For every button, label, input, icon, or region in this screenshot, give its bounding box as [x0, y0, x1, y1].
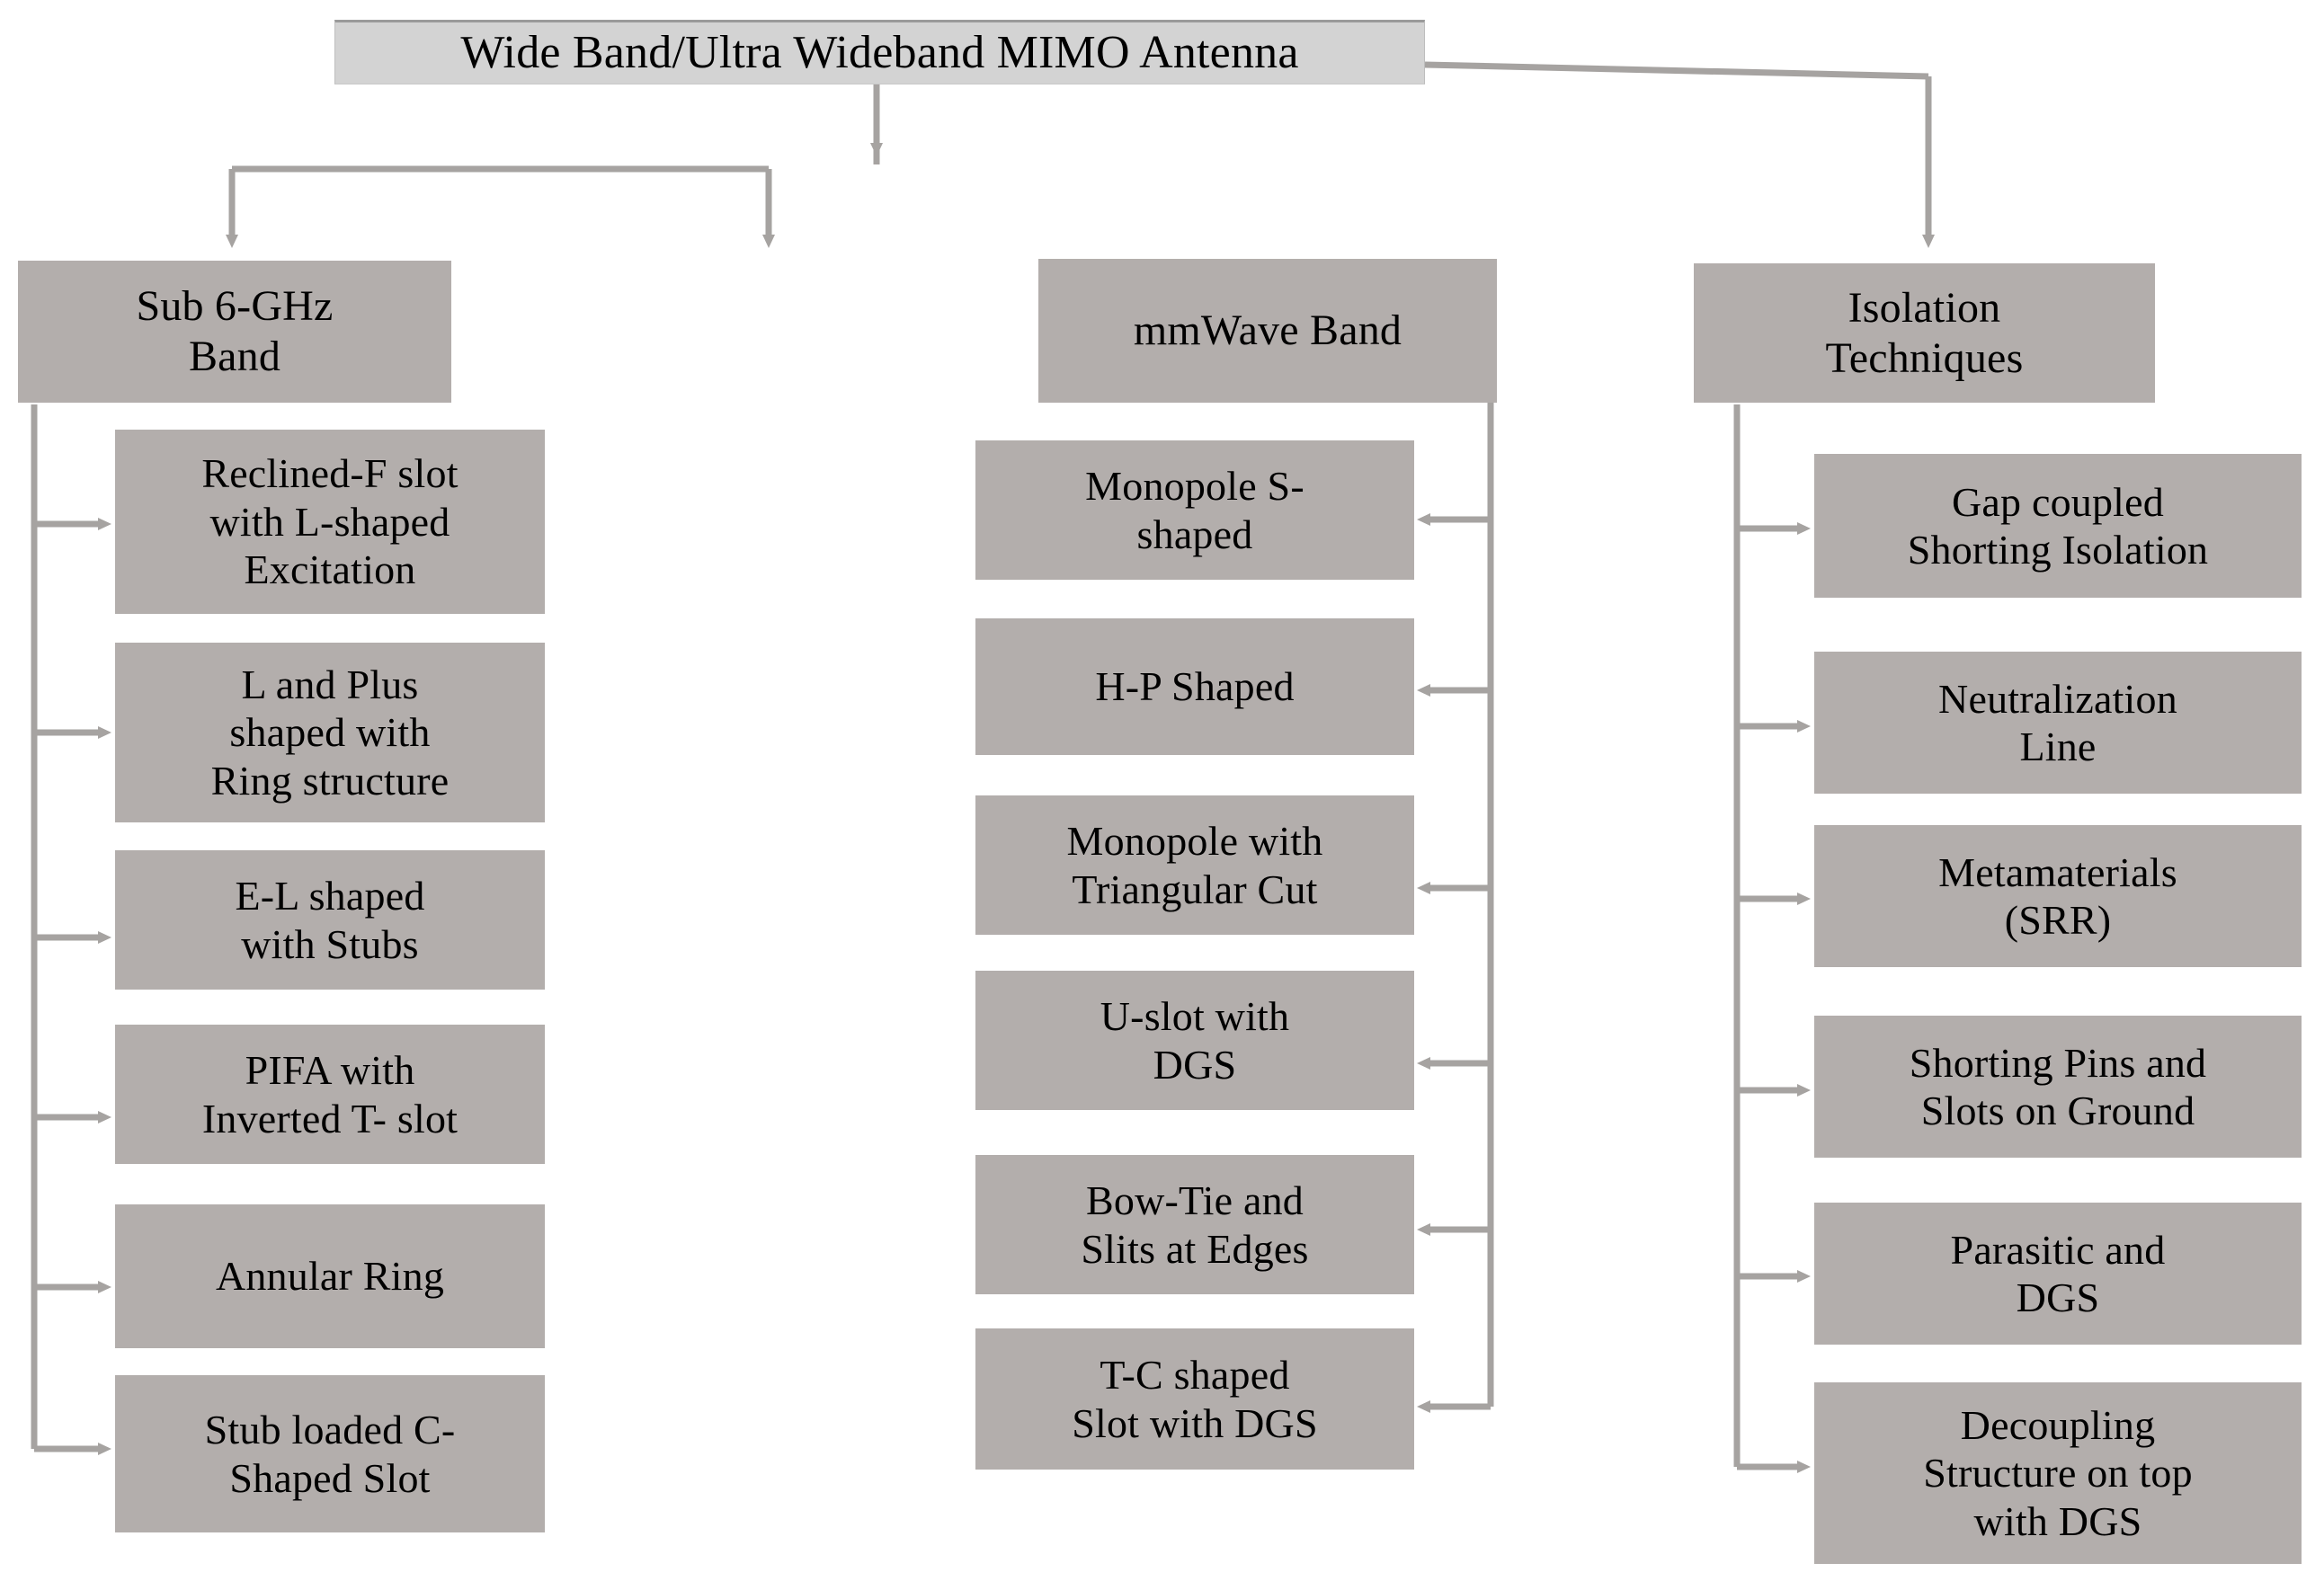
leaf-sub6-2[interactable]: E-L shaped with Stubs [115, 850, 545, 990]
leaf-sub6-4[interactable]: Annular Ring [115, 1204, 545, 1348]
category-label: Sub 6-GHz Band [136, 282, 334, 380]
leaf-mmwave-4[interactable]: Bow-Tie and Slits at Edges [975, 1155, 1414, 1294]
leaf-label: E-L shaped with Stubs [235, 873, 425, 967]
leaf-label: Bow-Tie and Slits at Edges [1081, 1177, 1309, 1272]
leaf-isolation-0[interactable]: Gap coupled Shorting Isolation [1814, 454, 2302, 598]
root-node[interactable]: Wide Band/Ultra Wideband MIMO Antenna [334, 20, 1425, 84]
leaf-mmwave-2[interactable]: Monopole with Triangular Cut [975, 795, 1414, 935]
leaf-isolation-1[interactable]: Neutralization Line [1814, 652, 2302, 794]
leaf-label: Gap coupled Shorting Isolation [1907, 478, 2209, 573]
leaf-label: Stub loaded C- Shaped Slot [204, 1407, 456, 1501]
leaf-label: Shorting Pins and Slots on Ground [1909, 1039, 2207, 1133]
leaf-label: T-C shaped Slot with DGS [1072, 1352, 1318, 1446]
leaf-isolation-3[interactable]: Shorting Pins and Slots on Ground [1814, 1016, 2302, 1158]
leaf-label: Reclined-F slot with L-shaped Excitation [201, 450, 459, 593]
leaf-mmwave-5[interactable]: T-C shaped Slot with DGS [975, 1328, 1414, 1470]
leaf-mmwave-1[interactable]: H-P Shaped [975, 618, 1414, 755]
category-label: mmWave Band [1133, 306, 1402, 355]
category-isolation-techniques[interactable]: Isolation Techniques [1694, 263, 2155, 403]
leaf-label: H-P Shaped [1095, 663, 1295, 710]
category-sub6-ghz-band[interactable]: Sub 6-GHz Band [18, 261, 451, 403]
leaf-sub6-0[interactable]: Reclined-F slot with L-shaped Excitation [115, 430, 545, 614]
leaf-label: Decoupling Structure on top with DGS [1923, 1401, 2193, 1544]
category-label: Isolation Techniques [1825, 283, 2024, 382]
leaf-label: Annular Ring [215, 1253, 445, 1300]
leaf-isolation-2[interactable]: Metamaterials (SRR) [1814, 825, 2302, 967]
leaf-sub6-1[interactable]: L and Plus shaped with Ring structure [115, 643, 545, 822]
leaf-mmwave-3[interactable]: U-slot with DGS [975, 971, 1414, 1110]
category-mmwave-band[interactable]: mmWave Band [1038, 259, 1497, 403]
leaf-label: Parasitic and DGS [1950, 1226, 2166, 1320]
leaf-isolation-5[interactable]: Decoupling Structure on top with DGS [1814, 1382, 2302, 1564]
leaf-label: PIFA with Inverted T- slot [201, 1047, 459, 1141]
leaf-label: U-slot with DGS [1100, 993, 1290, 1088]
leaf-sub6-3[interactable]: PIFA with Inverted T- slot [115, 1025, 545, 1164]
leaf-label: Metamaterials (SRR) [1938, 848, 2177, 943]
leaf-sub6-5[interactable]: Stub loaded C- Shaped Slot [115, 1375, 545, 1532]
leaf-label: Monopole with Triangular Cut [1066, 818, 1323, 912]
leaf-mmwave-0[interactable]: Monopole S- shaped [975, 440, 1414, 580]
leaf-label: L and Plus shaped with Ring structure [210, 661, 450, 804]
leaf-label: Monopole S- shaped [1085, 463, 1304, 557]
leaf-label: Neutralization Line [1938, 675, 2177, 769]
leaf-isolation-4[interactable]: Parasitic and DGS [1814, 1203, 2302, 1345]
root-label: Wide Band/Ultra Wideband MIMO Antenna [460, 26, 1299, 78]
